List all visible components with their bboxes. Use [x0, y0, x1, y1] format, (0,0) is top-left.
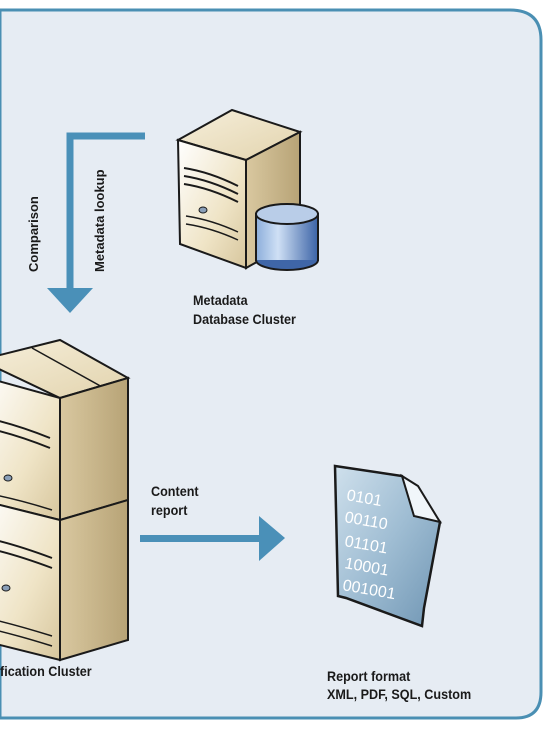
- verification-cluster-icon: [0, 338, 131, 662]
- metadata-db-label-line2: Database Cluster: [193, 311, 296, 327]
- metadata-lookup-arrow: [47, 132, 145, 313]
- verification-cluster-label: fication Cluster: [0, 663, 92, 679]
- content-report-label-line2: report: [151, 502, 188, 518]
- content-report-label-line1: Content: [151, 483, 199, 499]
- report-format-label-line2: XML, PDF, SQL, Custom: [327, 686, 472, 702]
- binary-line-1: 0101: [345, 487, 383, 510]
- database-cylinder-icon: [255, 203, 319, 271]
- metadata-lookup-label: Metadata lookup: [92, 169, 107, 272]
- comparison-label: Comparison: [26, 196, 41, 272]
- metadata-db-label-line1: Metadata: [193, 292, 248, 308]
- content-report-arrow: [140, 516, 285, 561]
- report-document-icon: 0101 00110 01101 10001 001001: [333, 464, 443, 628]
- report-format-label-line1: Report format: [327, 668, 411, 684]
